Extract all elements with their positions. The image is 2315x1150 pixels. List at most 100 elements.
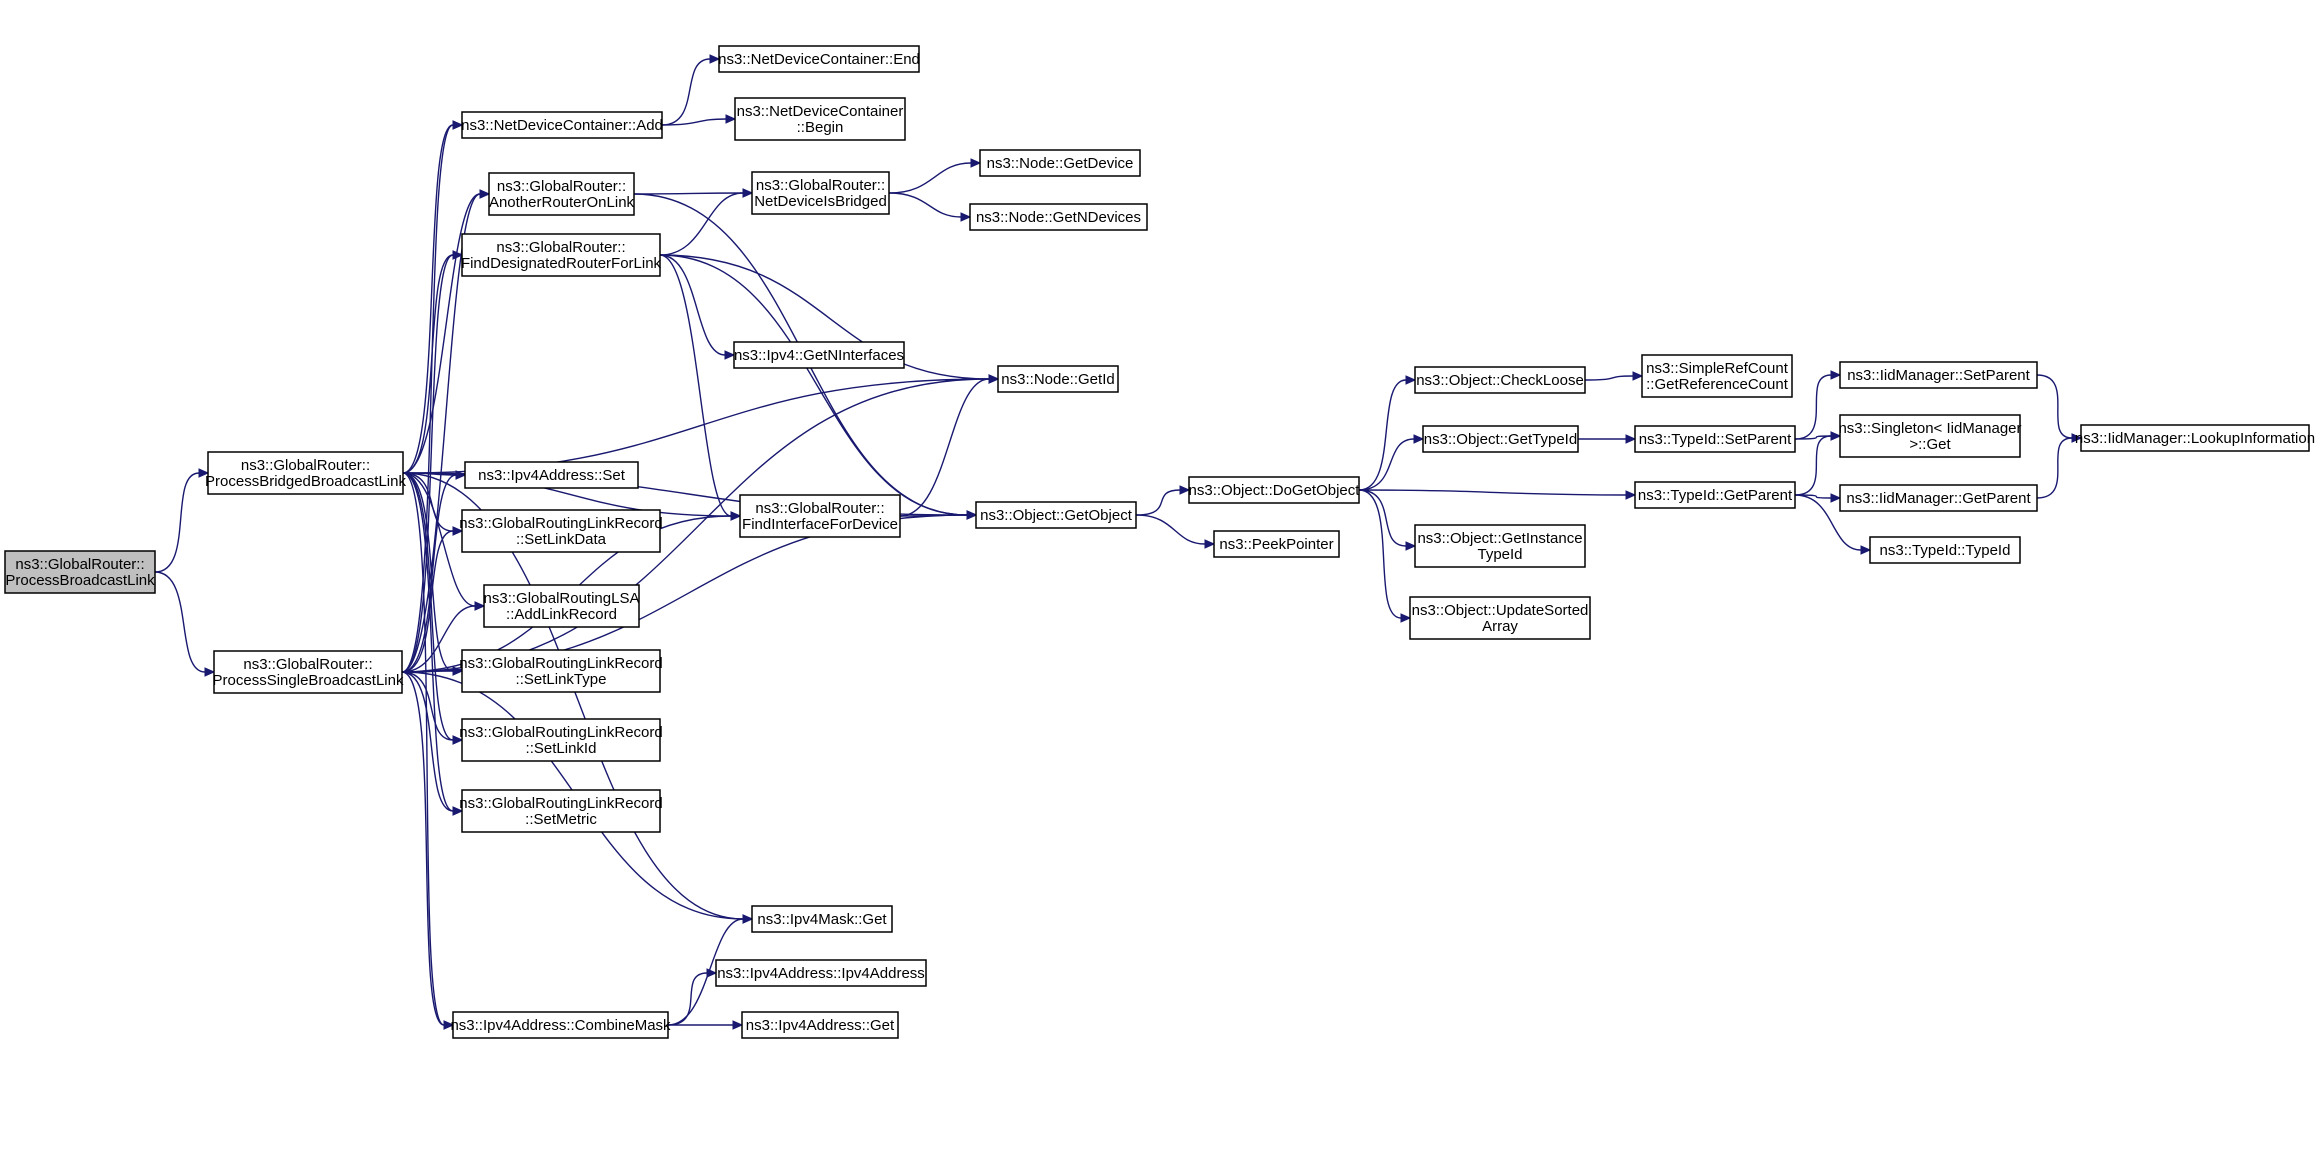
node-tidGetParent[interactable]: ns3::TypeId::GetParent [1634,481,1796,509]
node-ndcBegin[interactable]: ns3::NetDeviceContainer::Begin [734,97,906,141]
edge-ndcAdd-to-ndcEnd [661,54,721,126]
node-label: ns3::Singleton< IidManager [1838,420,2021,437]
edge-objCheckLoose-to-srcGetRef [1584,371,1644,381]
node-label: ns3::Object::UpdateSorted [1412,602,1589,619]
edge-iidGetParent-to-iidLookup [2036,433,2083,499]
arrowhead [1632,371,1644,381]
node-objGetTypeId[interactable]: ns3::Object::GetTypeId [1422,425,1579,453]
node-box [969,203,1148,231]
node-objGetObject[interactable]: ns3::Object::GetObject [975,501,1137,529]
node-box [461,111,663,139]
node-iidLookup[interactable]: ns3::IidManager::LookupInformation [2075,424,2315,452]
edge-fdrfl-to-objGetObject [659,254,978,520]
node-label: >::Get [1909,436,1951,453]
node-label: ns3::GlobalRoutingLSA [484,590,640,607]
node-nodeGetNDevices[interactable]: ns3::Node::GetNDevices [969,203,1148,231]
edge-tidGetParent-to-iidGetParent [1794,493,1842,503]
node-ipv4AddrGet[interactable]: ns3::Ipv4Address::Get [741,1011,899,1039]
node-iidSetParent[interactable]: ns3::IidManager::SetParent [1839,361,2038,389]
arrowhead [1405,541,1417,551]
node-srcGetRef[interactable]: ns3::SimpleRefCount::GetReferenceCount [1641,354,1793,398]
node-grlrSetMetric[interactable]: ns3::GlobalRoutingLinkRecord::SetMetric [459,789,663,833]
node-label: ns3::Object::CheckLoose [1416,372,1584,389]
node-label: ns3::NetDeviceContainer::Add [461,117,663,134]
node-grlrSetLinkData[interactable]: ns3::GlobalRoutingLinkRecord::SetLinkDat… [459,509,663,553]
node-box [1634,425,1796,453]
node-iidGetParent[interactable]: ns3::IidManager::GetParent [1839,484,2038,512]
node-root[interactable]: ns3::GlobalRouter::ProcessBroadcastLink [4,550,156,594]
node-singletonGet[interactable]: ns3::Singleton< IidManager>::Get [1838,414,2022,458]
node-label: ns3::Object::GetObject [980,507,1133,524]
node-box [461,509,661,553]
arrowhead [452,806,464,816]
node-objDoGetObject[interactable]: ns3::Object::DoGetObject [1188,476,1361,504]
node-ipv4MaskGet[interactable]: ns3::Ipv4Mask::Get [751,905,893,933]
edge-objDoGetObject-to-tidGetParent [1358,489,1637,500]
node-grlrSetLinkId[interactable]: ns3::GlobalRoutingLinkRecord::SetLinkId [459,718,663,762]
node-fdrfl[interactable]: ns3::GlobalRouter::FindDesignatedRouterF… [461,233,662,277]
node-box [2080,424,2310,452]
node-label: ns3::IidManager::GetParent [1846,490,2031,507]
node-label: FindDesignatedRouterForLink [461,255,662,272]
node-label: ns3::Ipv4Mask::Get [757,911,887,928]
node-label: ns3::Ipv4Address::CombineMask [450,1017,671,1034]
node-label: ns3::GlobalRoutingLinkRecord [459,655,662,672]
arrowhead [730,511,742,521]
edge-fifd-to-nodeGetId [899,374,1000,517]
node-label: NetDeviceIsBridged [754,193,887,210]
node-ndcAdd[interactable]: ns3::NetDeviceContainer::Add [461,111,663,139]
edge-pbbl-to-nodeGetId [402,374,1000,474]
node-label: ProcessBroadcastLink [5,572,155,589]
node-label: ns3::GlobalRouter:: [243,656,372,673]
edge-psbl-to-ndcAdd [401,120,464,673]
node-nodeGetId[interactable]: ns3::Node::GetId [997,365,1119,393]
node-ndib[interactable]: ns3::GlobalRouter::NetDeviceIsBridged [751,171,890,215]
node-box [461,789,661,833]
edge-tidGetParent-to-singletonGet [1794,431,1842,496]
node-box [1188,476,1360,504]
node-label: ns3::Ipv4Address::Set [478,467,626,484]
node-grlrSetLinkType[interactable]: ns3::GlobalRoutingLinkRecord::SetLinkTyp… [459,649,663,693]
arrowhead [970,158,982,168]
arrowhead [452,120,464,130]
node-ipv4AddrCtor[interactable]: ns3::Ipv4Address::Ipv4Address [715,959,927,987]
node-ipv4AddrSet[interactable]: ns3::Ipv4Address::Set [464,461,639,489]
node-pbbl[interactable]: ns3::GlobalRouter::ProcessBridgedBroadca… [205,451,406,495]
node-box [1839,484,2038,512]
node-psbl[interactable]: ns3::GlobalRouter::ProcessSingleBroadcas… [213,650,404,694]
node-nodeGetDevice[interactable]: ns3::Node::GetDevice [979,149,1141,177]
node-box [751,171,890,215]
node-label: ns3::Ipv4Address::Ipv4Address [717,965,925,982]
edge-tidSetParent-to-iidSetParent [1794,370,1842,440]
node-tidTypeId[interactable]: ns3::TypeId::TypeId [1869,536,2021,564]
node-label: ns3::GlobalRoutingLinkRecord [459,724,662,741]
node-label: AnotherRouterOnLink [489,194,635,211]
node-ndcEnd[interactable]: ns3::NetDeviceContainer::End [718,45,920,73]
node-ipv4Combine[interactable]: ns3::Ipv4Address::CombineMask [450,1011,671,1039]
node-label: ns3::GlobalRouter:: [496,239,625,256]
arrowhead [742,914,754,924]
edge-psbl-to-grlsaAdd [401,601,486,673]
node-label: ns3::GlobalRouter:: [755,500,884,517]
node-fifd[interactable]: ns3::GlobalRouter::FindInterfaceForDevic… [739,494,901,538]
node-objCheckLoose[interactable]: ns3::Object::CheckLoose [1414,366,1586,394]
node-box [464,461,639,489]
node-tidSetParent[interactable]: ns3::TypeId::SetParent [1634,425,1796,453]
node-arol[interactable]: ns3::GlobalRouter::AnotherRouterOnLink [488,172,635,216]
node-peekPointer[interactable]: ns3::PeekPointer [1213,530,1340,558]
node-label: ns3::GlobalRoutingLinkRecord [459,795,662,812]
node-box [213,650,403,694]
node-grlsaAdd[interactable]: ns3::GlobalRoutingLSA::AddLinkRecord [483,584,640,628]
node-box [1213,530,1340,558]
arrowhead [204,667,216,677]
arrowhead [1405,375,1417,385]
arrowhead [198,468,210,478]
node-box [1414,524,1586,568]
arrowhead [452,735,464,745]
node-box [1422,425,1579,453]
node-ipv4GetNIf[interactable]: ns3::Ipv4::GetNInterfaces [733,341,905,369]
edge-fifd-to-objGetObject [899,510,978,520]
